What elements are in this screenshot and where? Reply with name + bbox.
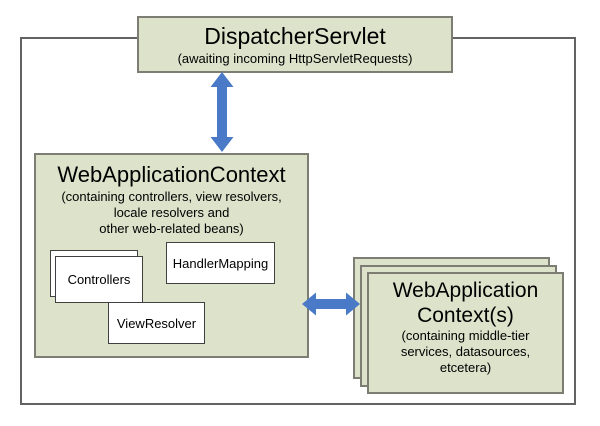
view-resolver-box: ViewResolver [108, 302, 205, 344]
middle-tier-context-subtitle-line: etcetera) [439, 360, 492, 375]
dispatcher-servlet-box: DispatcherServlet (awaiting incoming Htt… [137, 16, 453, 73]
view-resolver-label: ViewResolver [116, 315, 197, 331]
middle-tier-context-title-line: Context(s) [417, 304, 514, 327]
horizontal-double-arrow-icon [302, 292, 360, 316]
vertical-double-arrow-icon [210, 72, 234, 152]
web-application-context-subtitle-line: other web-related beans) [99, 221, 244, 236]
middle-tier-context-subtitle-line: (containing middle-tier [401, 328, 530, 343]
web-application-context-subtitle-line: locale resolvers and [113, 205, 230, 220]
dispatcher-servlet-title: DispatcherServlet [204, 23, 386, 49]
middle-tier-context-title-line: WebApplication [392, 279, 539, 302]
handler-mapping-box: HandlerMapping [166, 242, 275, 284]
middle-tier-context-subtitle-line: services, datasources, [400, 344, 531, 359]
dispatcher-servlet-subtitle: (awaiting incoming HttpServletRequests) [177, 51, 413, 66]
controllers-label: Controllers [67, 272, 131, 287]
controllers-box: Controllers [55, 256, 143, 303]
web-application-context-title: WebApplicationContext [57, 162, 286, 187]
middle-tier-context-box: WebApplication Context(s) (containing mi… [367, 272, 564, 394]
handler-mapping-label: HandlerMapping [172, 255, 269, 271]
web-application-context-subtitle-line: (containing controllers, view resolvers, [61, 189, 282, 204]
